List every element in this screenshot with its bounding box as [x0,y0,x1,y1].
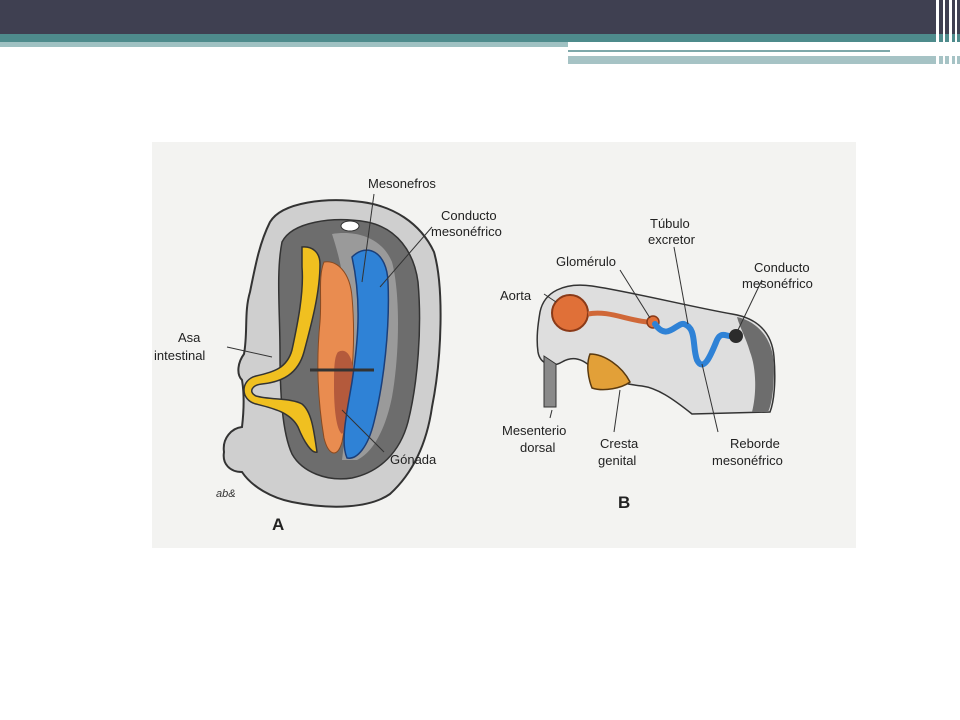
panel-b-letter: B [618,493,630,512]
intestinal-loop [243,246,321,453]
label-conducto-b-1: Conducto [754,260,810,275]
label-mesenterio-2: dorsal [520,440,556,455]
leader-cresta [613,389,621,433]
mesonephric-duct [343,249,390,459]
leader-mesonefros [361,193,375,283]
label-asa-1: Asa [178,330,201,345]
slide-accent-line-thick [568,56,960,64]
label-conducto-a-2: mesonéfrico [431,224,502,239]
label-cresta-2: genital [598,453,636,468]
slide-header-bar [0,0,960,34]
slide-corner-stripe [955,0,957,64]
label-gonada: Gónada [390,452,437,467]
label-reborde-2: mesonéfrico [712,453,783,468]
artist-signature: ab& [216,488,236,500]
leader-tubulo [673,246,689,325]
slide-corner-stripe [949,0,952,64]
label-conducto-b-2: mesonéfrico [742,276,813,291]
leader-gonada [341,409,385,453]
panel-a-letter: A [272,515,284,534]
leader-mesenterio [549,409,553,419]
slide-corner-stripe [936,0,939,64]
excretory-tubule [652,320,737,368]
label-cresta-1: Cresta [600,436,639,451]
aorta [551,294,589,332]
slide-accent-stripe-light [0,42,568,47]
panel-a: Mesonefros Conducto mesonéfrico Asa inte… [154,176,502,534]
label-glomerulo: Glomérulo [556,254,616,269]
leader-conducto-b [737,279,763,331]
leader-glomerulo [619,269,651,319]
slide-corner-stripe [943,0,945,64]
embryo-kidney-figure: Mesonefros Conducto mesonéfrico Asa inte… [152,142,856,548]
label-aorta: Aorta [500,288,532,303]
label-conducto-a-1: Conducto [441,208,497,223]
neural-tube-notch [340,220,360,232]
label-asa-2: intestinal [154,348,205,363]
dorsal-mesentery [543,355,557,408]
label-reborde-1: Reborde [730,436,780,451]
slide-accent-stripe [0,34,960,42]
slide-accent-line [568,50,890,52]
leader-asa [226,346,273,358]
label-tubulo-2: excretor [648,232,696,247]
label-mesenterio-1: Mesenterio [502,423,566,438]
mesonephric-duct-section [729,329,743,343]
genital-ridge [587,353,631,391]
body-wall-dark [737,317,774,412]
glomerular-vessel [587,310,648,325]
label-mesonefros: Mesonefros [368,176,436,191]
leader-reborde [701,363,719,433]
label-tubulo-1: Túbulo [650,216,690,231]
leader-conducto-a [379,226,433,288]
panel-b: Túbulo excretor Glomérulo Conducto meson… [500,216,813,512]
leader-aorta [543,293,557,303]
